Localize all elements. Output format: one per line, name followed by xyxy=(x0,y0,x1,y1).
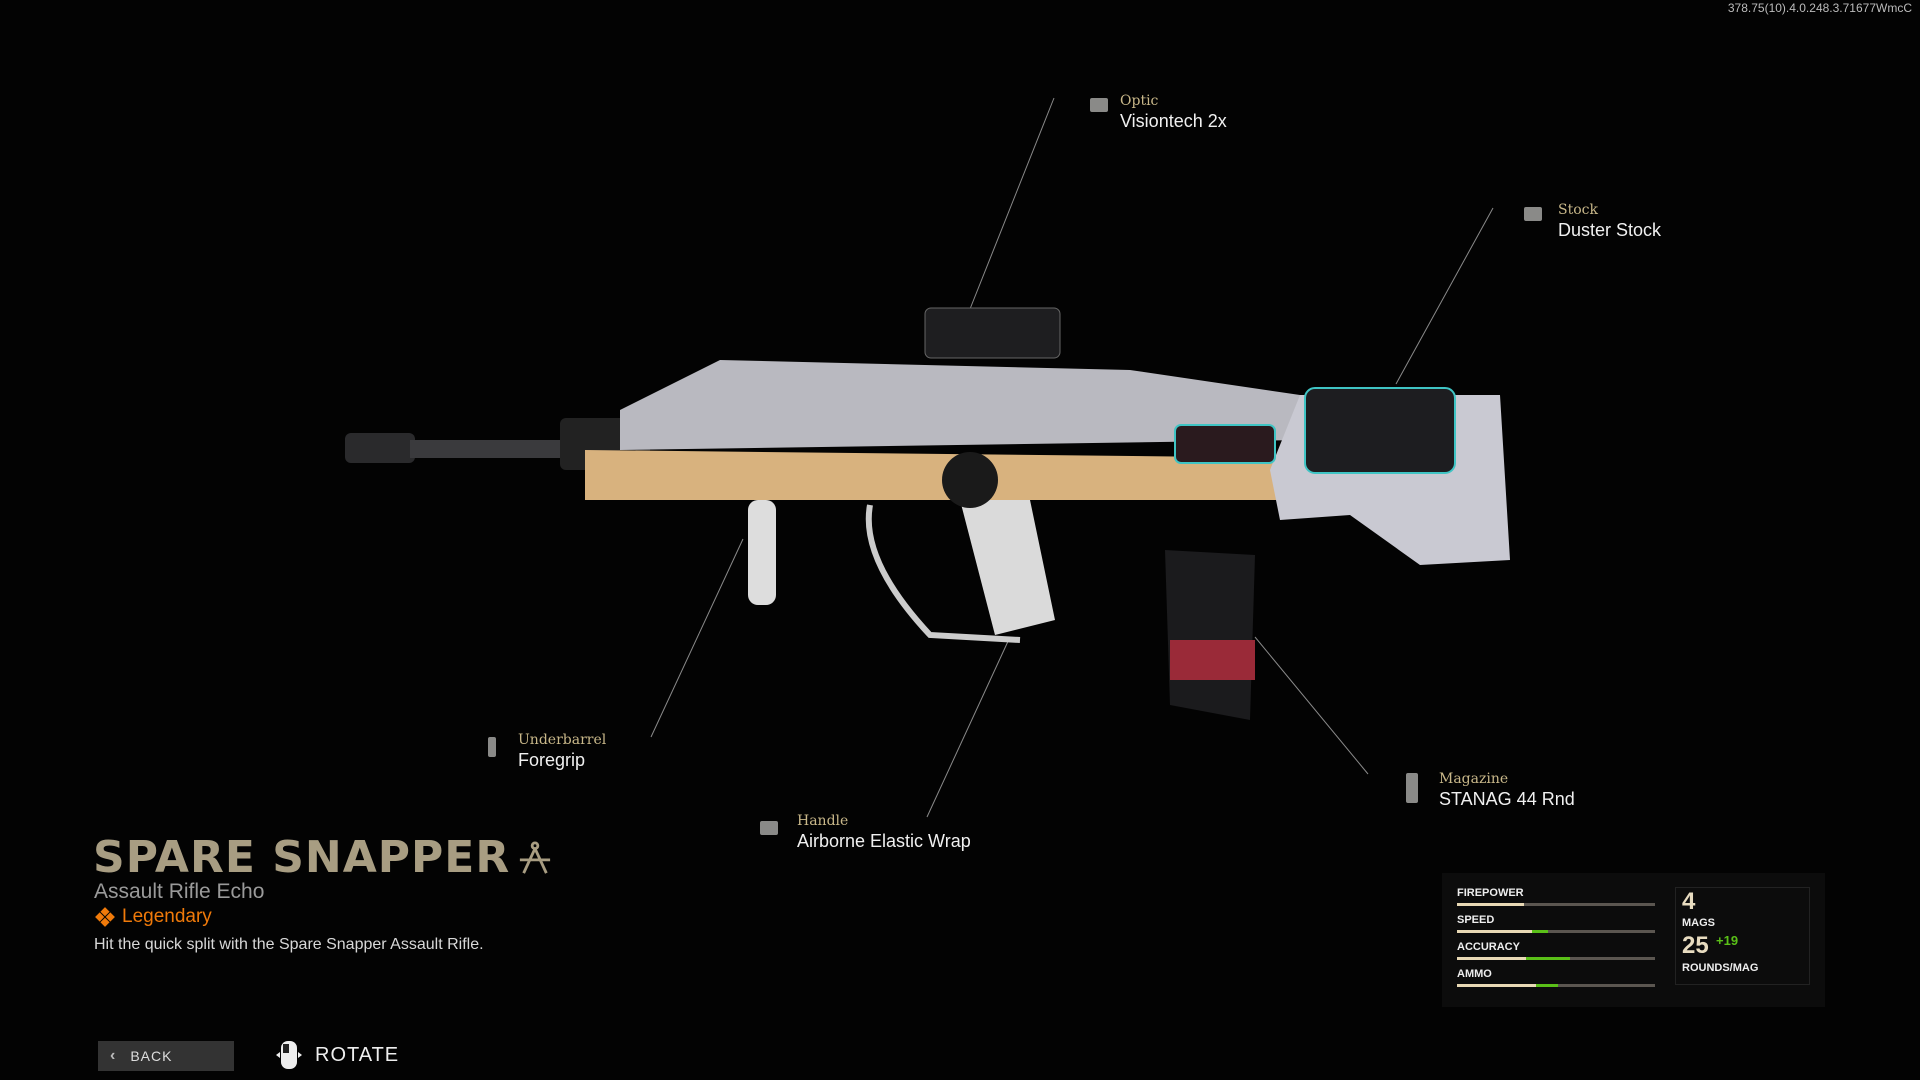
weapon-name: SPARE SNAPPER xyxy=(93,832,511,883)
attachment-type: Underbarrel xyxy=(518,732,607,748)
attachment-type: Stock xyxy=(1558,202,1598,218)
foregrip-icon xyxy=(488,737,496,757)
mouse-drag-icon xyxy=(276,1041,302,1069)
back-label: BACK xyxy=(130,1048,173,1064)
ammo-box: 4 MAGS 25 +19 ROUNDS/MAG xyxy=(1675,887,1810,985)
mags-label: MAGS xyxy=(1682,917,1715,929)
magazine-icon xyxy=(1406,773,1418,803)
rotate-label: ROTATE xyxy=(315,1044,400,1066)
stat-bar xyxy=(1457,984,1655,987)
optic-icon xyxy=(1090,98,1108,112)
stat-label: FIREPOWER xyxy=(1457,887,1524,899)
attachment-type: Magazine xyxy=(1439,771,1509,787)
weapon-class: Assault Rifle Echo xyxy=(94,880,265,903)
rotate-control[interactable]: ROTATE xyxy=(275,1040,399,1070)
rounds-count: 25 xyxy=(1682,932,1709,959)
leader-lines xyxy=(650,97,1494,818)
stat-bar xyxy=(1457,930,1655,933)
rifle-illustration xyxy=(345,307,1510,720)
rarity-label: Legendary xyxy=(122,906,212,927)
stat-bar xyxy=(1457,903,1655,906)
attachment-name: Foregrip xyxy=(518,750,586,770)
weapon-title: SPARE SNAPPER xyxy=(93,832,552,883)
attachment-name: STANAG 44 Rnd xyxy=(1439,789,1575,809)
stat-label: SPEED xyxy=(1457,914,1495,926)
attachment-name: Airborne Elastic Wrap xyxy=(797,831,971,851)
rarity-badge: Legendary xyxy=(94,905,212,929)
stock-icon xyxy=(1524,207,1542,221)
stats-panel: FIREPOWER SPEED ACCURACY AMMO 4 MAGS 25 … xyxy=(1442,873,1825,1007)
attachment-name: Visiontech 2x xyxy=(1120,111,1227,131)
stat-label: ACCURACY xyxy=(1457,941,1520,953)
blueprint-compass-icon xyxy=(520,841,551,874)
attachment-type: Handle xyxy=(797,813,849,829)
mags-count: 4 xyxy=(1682,888,1696,915)
stat-firepower: FIREPOWER xyxy=(1457,887,1655,906)
attachment-type: Optic xyxy=(1120,93,1159,109)
rounds-bonus: +19 xyxy=(1716,933,1739,948)
stat-accuracy: ACCURACY xyxy=(1457,941,1655,960)
build-version: 378.75(10).4.0.248.3.71677WmcC xyxy=(1727,1,1912,15)
legendary-diamond-icon xyxy=(95,907,115,927)
rounds-label: ROUNDS/MAG xyxy=(1682,962,1759,974)
stat-bar xyxy=(1457,957,1655,960)
handle-icon xyxy=(760,821,778,835)
attachment-name: Duster Stock xyxy=(1558,220,1662,240)
stat-label: AMMO xyxy=(1457,968,1492,980)
stat-speed: SPEED xyxy=(1457,914,1655,933)
stat-ammo: AMMO xyxy=(1457,968,1655,987)
chevron-left-icon: ‹ xyxy=(110,1047,117,1064)
weapon-description: Hit the quick split with the Spare Snapp… xyxy=(94,936,484,953)
back-button[interactable]: ‹ BACK xyxy=(98,1041,234,1071)
